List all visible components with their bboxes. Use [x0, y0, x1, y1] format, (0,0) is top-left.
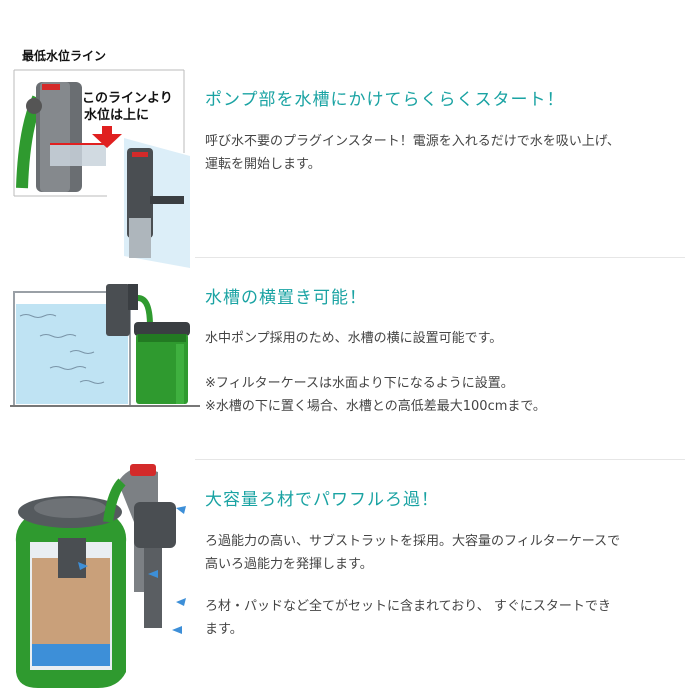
section-divider-1 [195, 257, 685, 258]
callout-line-2: 水位は上に [84, 108, 150, 123]
section2-note-1: ※フィルターケースは水面より下になるように設置。 [205, 376, 514, 391]
section1-body-line-1: 呼び水不要のプラグインスタート！電源を入れるだけで水を吸い上げ、 [205, 134, 620, 149]
section3-body-2: ろ材・パッドなど全てがセットに含まれており、 すぐにスタートでき ます。 [205, 595, 611, 641]
section3-body-line-4: ます。 [205, 622, 243, 637]
section3-body-line-2: 高いろ過能力を発揮します。 [205, 557, 373, 572]
section2-heading: 水槽の横置き可能！ [205, 288, 367, 308]
section1-body-line-2: 運転を開始します。 [205, 157, 321, 172]
side-placement-illustration [10, 278, 200, 413]
section3-body-line-3: ろ材・パッドなど全てがセットに含まれており、 すぐにスタートでき [205, 599, 611, 614]
section1-heading: ポンプ部を水槽にかけてらくらくスタート！ [205, 90, 565, 110]
section-divider-2 [195, 459, 685, 460]
callout-line-1: このラインより [82, 91, 173, 106]
min-water-line-label: 最低水位ライン [22, 49, 107, 63]
section2-body-line-1: 水中ポンプ採用のため、水槽の横に設置可能です。 [205, 331, 503, 346]
section2-note-2: ※水槽の下に置く場合、水槽との高低差最大100cmまで。 [205, 399, 546, 414]
section2-notes: ※フィルターケースは水面より下になるように設置。 ※水槽の下に置く場合、水槽との… [205, 372, 546, 418]
section3-body-1: ろ過能力の高い、サブストラットを採用。大容量のフィルターケースで 高いろ過能力を… [205, 530, 620, 576]
water-level-callout: このラインより 水位は上に [82, 90, 173, 124]
section3-body-line-1: ろ過能力の高い、サブストラットを採用。大容量のフィルターケースで [205, 534, 621, 549]
filter-cutaway-illustration [8, 462, 200, 694]
pump-hanging-illustration [12, 68, 192, 268]
section1-body: 呼び水不要のプラグインスタート！電源を入れるだけで水を吸い上げ、 運転を開始しま… [205, 130, 620, 176]
section3-heading: 大容量ろ材でパワフルろ過！ [205, 490, 439, 510]
